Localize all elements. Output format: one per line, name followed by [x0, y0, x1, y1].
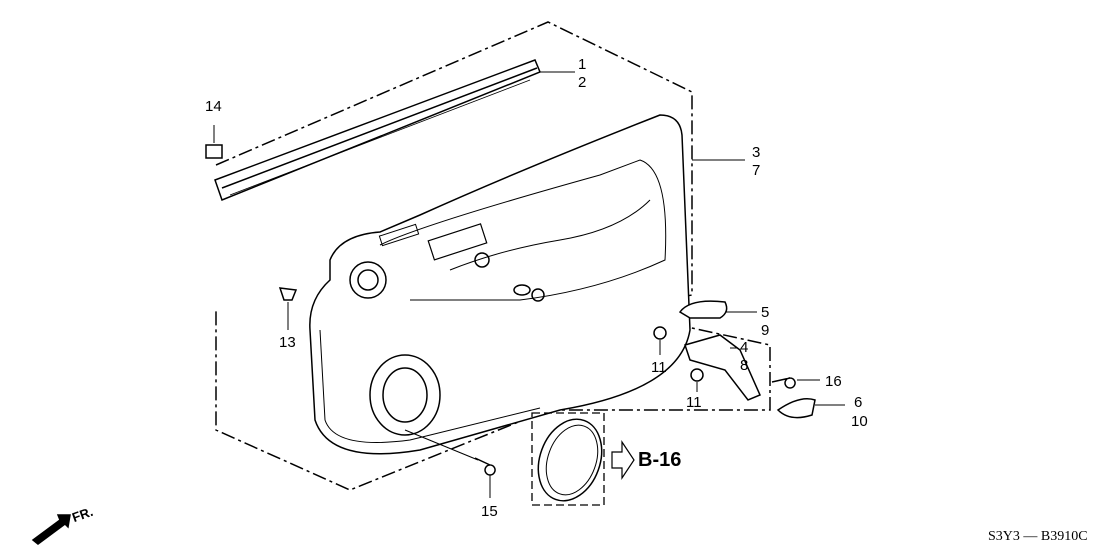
screw-16 — [771, 377, 796, 389]
callout-11b: 11 — [686, 394, 702, 411]
cap-6 — [776, 398, 816, 419]
front-arrow — [31, 514, 71, 545]
callout-10: 10 — [851, 413, 868, 430]
screw-11a — [653, 326, 667, 340]
callout-3: 3 — [752, 144, 761, 161]
callout-13: 13 — [279, 334, 296, 351]
inner-handle — [684, 334, 761, 401]
assembly-frame — [215, 21, 771, 491]
callout-4: 4 — [740, 339, 749, 356]
callout-15: 15 — [481, 503, 498, 520]
callout-7: 7 — [752, 162, 761, 179]
weatherstrip — [214, 59, 541, 201]
callout-14: 14 — [205, 98, 222, 115]
callout-6: 6 — [854, 394, 863, 411]
reference-arrow — [611, 440, 635, 480]
callout-5: 5 — [761, 304, 770, 321]
screw-11b — [690, 368, 704, 382]
door-panel — [309, 114, 691, 455]
cap-5 — [678, 300, 728, 319]
callout-16: 16 — [825, 373, 842, 390]
drawing-code: S3Y3 — B3910C — [988, 529, 1088, 544]
clip-14 — [205, 144, 223, 159]
screw-15 — [474, 457, 496, 476]
callout-8: 8 — [740, 357, 749, 374]
callout-2: 2 — [578, 74, 587, 91]
callout-9: 9 — [761, 322, 770, 339]
callout-1: 1 — [578, 56, 587, 73]
clip-13 — [278, 287, 298, 301]
callout-11a: 11 — [651, 359, 667, 376]
reference-b16[interactable]: B-16 — [638, 449, 682, 471]
speaker-grille — [531, 412, 605, 506]
